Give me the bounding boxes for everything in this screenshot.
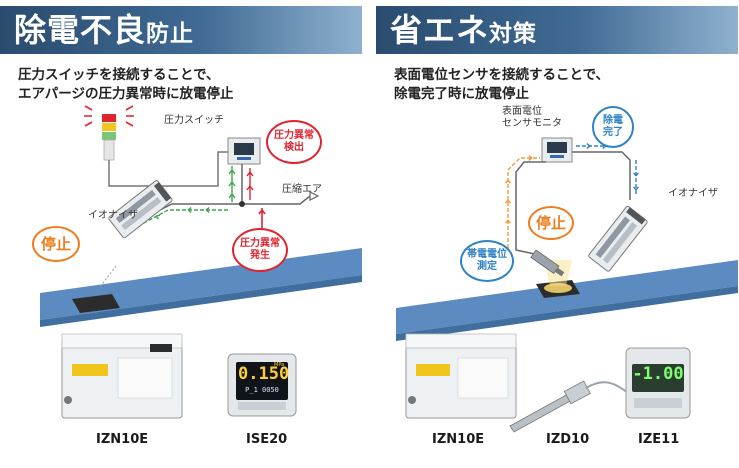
sensor-probe-icon	[530, 249, 565, 277]
bubble-detect-line-1: 圧力異常	[274, 130, 314, 141]
bubble-occur-line-2: 発生	[250, 250, 270, 261]
product-izn10e-image	[405, 333, 517, 419]
bubble-measure-line-2: 測定	[477, 261, 497, 272]
left-title-main: 除電不良	[14, 11, 147, 49]
ise20-display-sub: P_1 0050	[245, 386, 279, 394]
product-name-ise20: ISE20	[246, 432, 288, 447]
product-ise20-image	[227, 353, 297, 417]
label-pressure-switch: 圧力スイッチ	[164, 115, 224, 126]
product-ize11-image	[625, 347, 691, 419]
right-banner: 省エネ対策	[376, 6, 738, 54]
product-name-ize11: IZE11	[638, 432, 680, 447]
conveyor-belt	[396, 260, 738, 334]
bubble-stop-left-text: 停止	[40, 235, 71, 253]
bubble-done-line-1: 除電	[603, 115, 623, 126]
bubble-done-line-2: 完了	[603, 127, 623, 138]
label-sensor-monitor-line-1: 表面電位	[502, 106, 542, 117]
left-scene	[40, 105, 362, 419]
ise20-display-value: 0.150	[238, 364, 290, 384]
right-title-main: 省エネ	[390, 11, 490, 49]
right-scene	[396, 137, 738, 433]
left-lead-line-2: エアパージの圧力異常時に放電停止	[18, 86, 234, 102]
left-title: 除電不良防止	[14, 10, 194, 54]
product-name-izn10e-right: IZN10E	[432, 432, 485, 447]
label-sensor-monitor: 表面電位 センサモニタ	[502, 106, 562, 130]
left-banner: 除電不良防止	[0, 6, 362, 54]
label-compressed-air: 圧縮エア	[282, 184, 322, 195]
product-name-izn10e: IZN10E	[96, 432, 149, 447]
signal-tower-icon	[84, 105, 134, 161]
label-sensor-monitor-line-2: センサモニタ	[502, 118, 562, 129]
ionizer-icon	[588, 205, 648, 272]
right-title: 省エネ対策	[390, 10, 537, 54]
bubble-pressure-abnormal-occurred: 圧力異常発生	[232, 228, 288, 272]
product-name-izd10: IZD10	[546, 432, 590, 447]
right-lead-text: 表面電位センサを接続することで、 除電完了時に放電停止	[394, 66, 609, 104]
conveyor-edge	[40, 275, 362, 327]
bubble-stop-right-text: 停止	[535, 214, 566, 232]
left-title-small: 防止	[146, 21, 195, 47]
bubble-detect-line-2: 検出	[284, 142, 304, 153]
left-lead-line-1: 圧力スイッチを接続することで、	[18, 67, 220, 83]
right-title-small: 対策	[489, 21, 538, 47]
label-ionizer: イオナイザ	[88, 210, 138, 221]
ize11-display-value: -1.00	[632, 364, 684, 384]
product-izn10e-image	[61, 333, 183, 419]
conveyor-edge	[396, 286, 738, 341]
bubble-measure-potential: 帯電電位測定	[460, 240, 514, 282]
bubble-measure-line-1: 帯電電位	[467, 249, 507, 260]
bubble-pressure-abnormal-detected: 圧力異常検出	[266, 120, 322, 164]
bubble-discharge-complete: 除電完了	[592, 106, 634, 148]
left-lead-text: 圧力スイッチを接続することで、 エアパージの圧力異常時に放電停止	[18, 66, 233, 104]
workpiece-icon	[72, 294, 120, 313]
label-ionizer-right: イオナイザ	[668, 188, 718, 199]
bubble-stop-left: 停止	[32, 226, 80, 262]
right-panel-energy-saving: 省エネ対策 表面電位センサを接続することで、 除電完了時に放電停止	[376, 0, 738, 468]
ise20-display-unit: MPa	[274, 362, 285, 368]
product-izd10-image	[509, 380, 647, 433]
right-lead-line-2: 除電完了時に放電停止	[394, 86, 529, 102]
left-panel-discharge-failure: 除電不良防止 圧力スイッチを接続することで、 エアパージの圧力異常時に放電停止	[0, 0, 362, 468]
right-lead-line-1: 表面電位センサを接続することで、	[394, 67, 610, 83]
bubble-occur-line-1: 圧力異常	[240, 238, 280, 249]
pressure-switch-icon	[227, 137, 261, 165]
conveyor-belt	[40, 248, 362, 320]
bubble-stop-right: 停止	[528, 206, 574, 240]
ionizer-icon	[108, 180, 173, 239]
sensor-monitor-icon	[541, 137, 573, 163]
